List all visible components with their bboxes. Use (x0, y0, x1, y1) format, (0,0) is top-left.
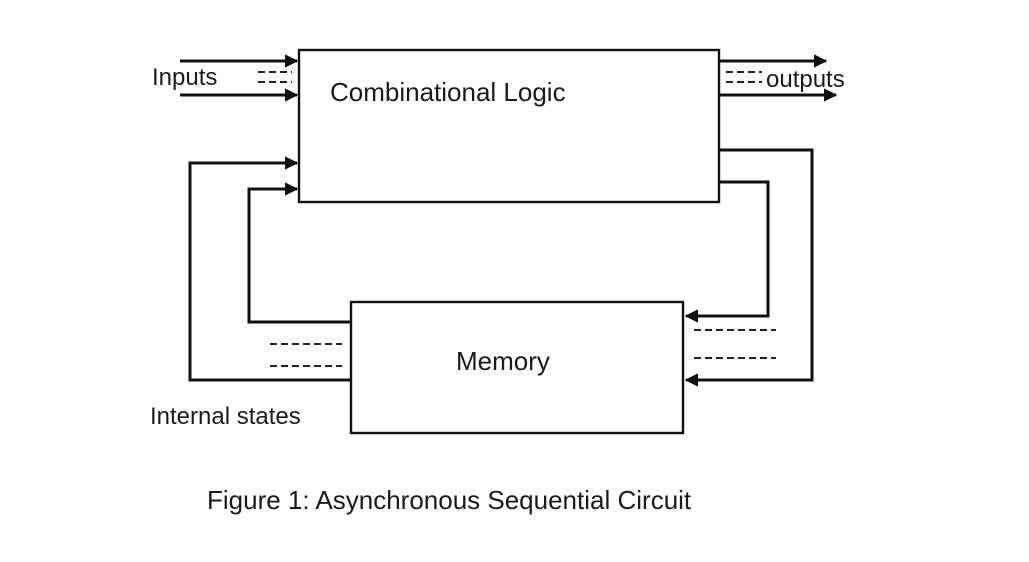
combinational-logic-block (297, 48, 721, 204)
outputs-label: outputs (766, 66, 845, 93)
memory-block (349, 300, 685, 435)
excitation-wire-inner (684, 180, 770, 323)
memory-label: Memory (456, 346, 550, 376)
excitation-wire-outer (684, 148, 814, 387)
inputs-label: Inputs (152, 64, 217, 91)
state-wire-outer (188, 156, 351, 382)
internal-states-label: Internal states (150, 403, 301, 430)
state-wire-inner (247, 182, 351, 324)
combinational-logic-label: Combinational Logic (330, 77, 566, 107)
figure-caption: Figure 1: Asynchronous Sequential Circui… (207, 485, 692, 515)
